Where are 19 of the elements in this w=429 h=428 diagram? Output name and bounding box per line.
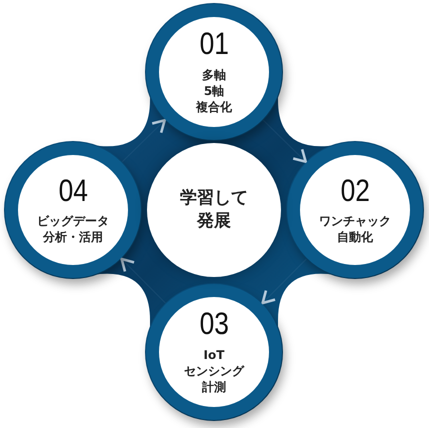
step-label: 多軸 xyxy=(202,66,226,84)
step-label: ビッグデータ分析・活用 xyxy=(36,213,110,246)
step-label: 5軸 xyxy=(204,83,224,100)
step-label: 学習して発展 xyxy=(179,187,249,233)
step-circle xyxy=(146,284,282,420)
step-number: 01 xyxy=(199,28,229,61)
direction-chevron-connector xyxy=(122,118,166,162)
step-label: 計測 xyxy=(202,379,226,396)
step-label: 複合化 xyxy=(196,99,232,116)
direction-chevron-connector xyxy=(262,120,307,164)
direction-chevron-connector xyxy=(120,258,166,304)
step-number: 03 xyxy=(199,308,229,341)
step-label: ワンチャック自動化 xyxy=(318,213,392,246)
step-label: センシング xyxy=(184,363,244,380)
step-circle xyxy=(287,142,423,278)
direction-chevron-connector xyxy=(261,258,307,304)
step-number: 04 xyxy=(58,174,88,208)
step-number: 02 xyxy=(340,174,370,208)
step-label: IoT xyxy=(204,346,224,364)
